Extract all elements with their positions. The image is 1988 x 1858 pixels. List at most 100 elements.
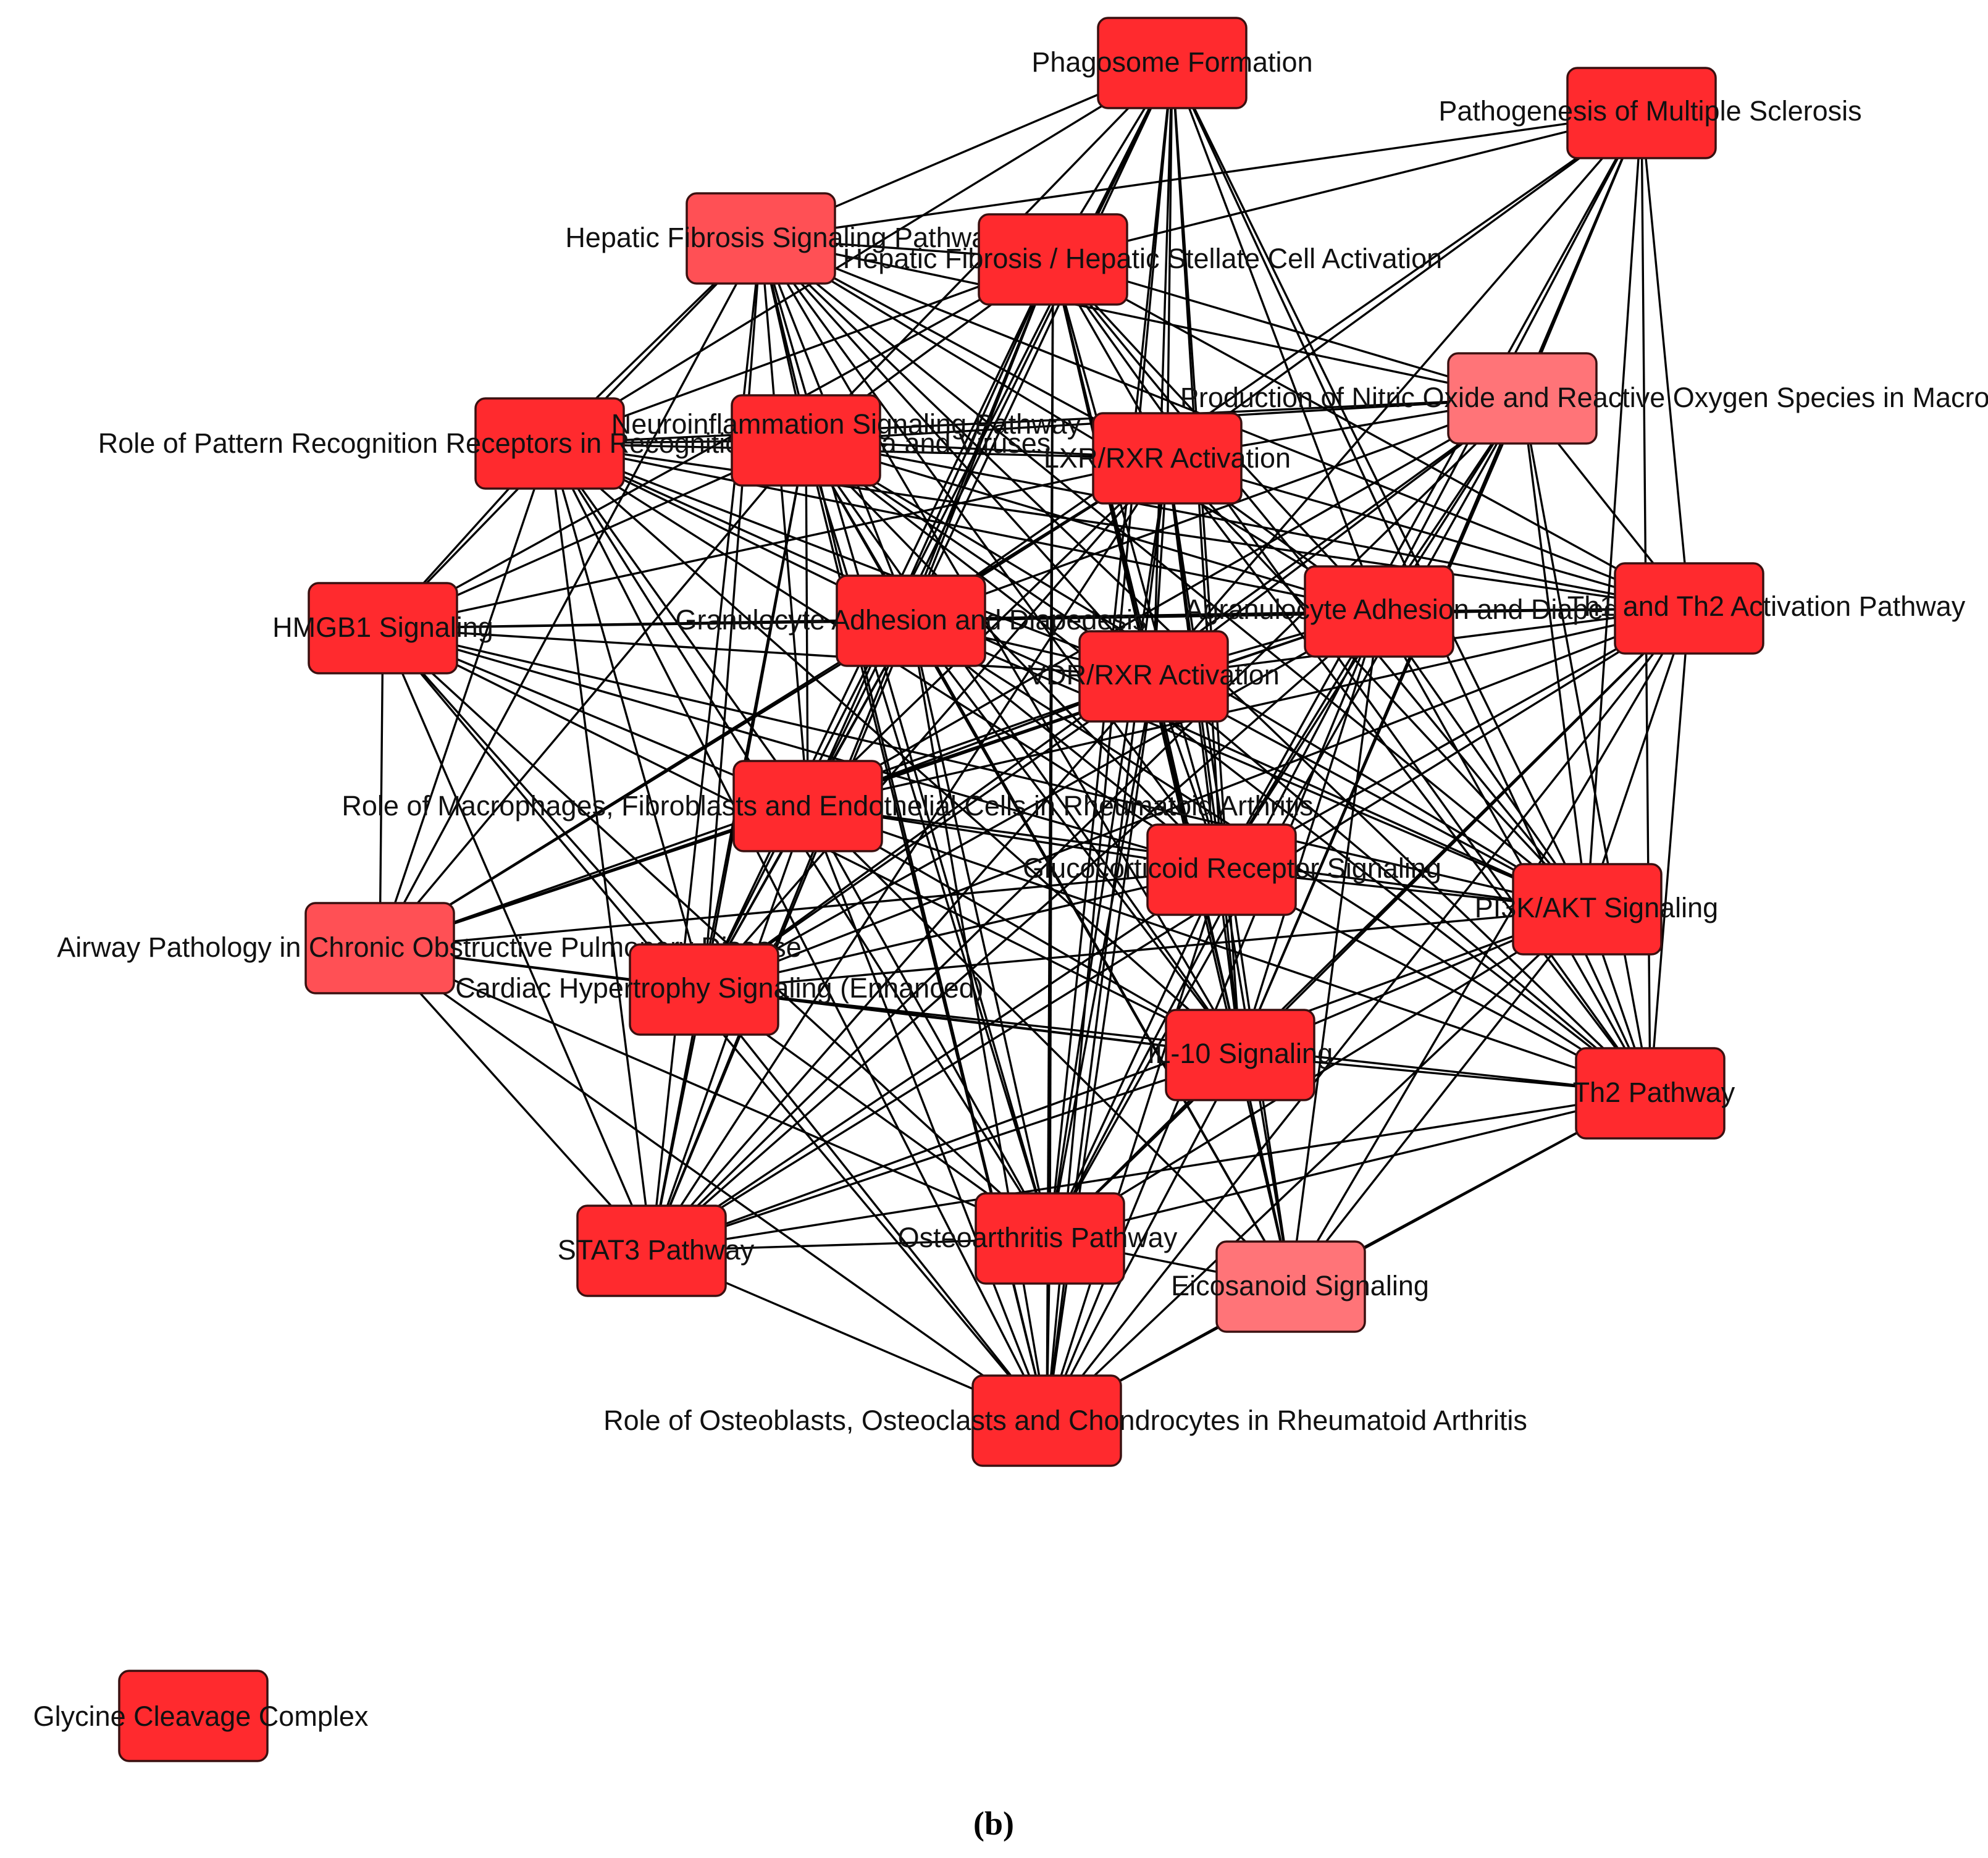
node-box-ms[interactable]	[1566, 67, 1717, 159]
edge-th1th2-macro	[807, 607, 1690, 807]
edge-prr-cardiac	[548, 443, 705, 990]
node-phagosome[interactable]: Phagosome Formation	[1031, 17, 1313, 109]
node-box-agran[interactable]	[1304, 565, 1454, 658]
edge-phagosome-prr	[549, 62, 1173, 445]
node-hepfib[interactable]: Hepatic Fibrosis Signaling Pathway	[565, 192, 1001, 285]
node-stat3[interactable]: STAT3 Pathway	[558, 1204, 755, 1297]
edge-ms-th1th2	[1640, 112, 1690, 609]
node-box-neuro[interactable]	[731, 394, 881, 487]
edge-lxr-hmgb1	[382, 457, 1168, 629]
edge-hmgb1-osteo	[382, 627, 1051, 1240]
node-glycine[interactable]: Glycine Cleavage Complex	[33, 1670, 369, 1762]
node-box-hmgb1[interactable]	[308, 582, 458, 675]
node-th2[interactable]: Th2 Pathway	[1573, 1047, 1735, 1140]
node-box-lxr[interactable]	[1092, 412, 1243, 505]
edge-ms-gluco	[1220, 112, 1643, 870]
node-label-macro: Role of Macrophages, Fibroblasts and End…	[342, 790, 1313, 822]
edge-gran-osteo	[910, 620, 1051, 1239]
node-box-osteo[interactable]	[975, 1192, 1125, 1285]
edge-hepfib-macro	[760, 238, 809, 807]
node-ms[interactable]: Pathogenesis of Multiple Sclerosis	[1438, 67, 1862, 159]
edge-ms-gran	[910, 112, 1642, 622]
edge-il10-osteoblast	[1046, 1054, 1241, 1421]
node-label-eico: Eicosanoid Signaling	[1171, 1270, 1429, 1301]
node-box-ros[interactable]	[1447, 352, 1598, 445]
node-box-glycine[interactable]	[118, 1670, 269, 1762]
node-box-pi3k[interactable]	[1512, 863, 1663, 956]
node-label-agran: Agranulocyte Adhesion and Diapedesis	[1185, 594, 1668, 625]
node-box-stat3[interactable]	[576, 1204, 727, 1297]
node-box-th2[interactable]	[1575, 1047, 1726, 1140]
node-ros[interactable]: Production of Nitric Oxide and Reactive …	[1180, 352, 1988, 445]
node-osteoblast[interactable]: Role of Osteoblasts, Osteoclasts and Cho…	[603, 1374, 1527, 1467]
node-lxr[interactable]: LXR/RXR Activation	[1044, 412, 1291, 505]
node-neuro[interactable]: Neuroinflammation Signaling Pathway	[611, 394, 1081, 487]
node-box-prr[interactable]	[474, 397, 625, 490]
edge-prr-vdr	[549, 442, 1154, 678]
edge-pi3k-cardiac	[703, 908, 1588, 991]
edge-lxr-il10	[1166, 458, 1241, 1056]
node-gluco[interactable]: Glucocorticoid Receptor Signaling	[1023, 823, 1441, 916]
edge-hepfib-ros	[760, 237, 1523, 400]
node-macro[interactable]: Role of Macrophages, Fibroblasts and End…	[342, 760, 1314, 852]
edge-th1th2-osteoblast	[1046, 607, 1690, 1422]
node-label-osteoblast: Role of Osteoblasts, Osteoclasts and Cho…	[603, 1405, 1527, 1436]
node-prr[interactable]: Role of Pattern Recognition Receptors in…	[98, 397, 1051, 490]
node-agran[interactable]: Agranulocyte Adhesion and Diapedesis	[1185, 565, 1669, 658]
node-stellate[interactable]: Hepatic Fibrosis / Hepatic Stellate Cell…	[843, 213, 1442, 306]
node-box-eico[interactable]	[1215, 1240, 1366, 1333]
edge-hepfib-gluco	[760, 237, 1223, 871]
node-box-gran[interactable]	[836, 574, 986, 667]
node-hmgb1[interactable]: HMGB1 Signaling	[272, 582, 493, 675]
edge-agran-il10	[1239, 611, 1380, 1056]
node-label-prr: Role of Pattern Recognition Receptors in…	[98, 427, 1051, 459]
edge-vdr-stat3	[650, 675, 1155, 1252]
edge-stellate-hmgb1	[382, 258, 1054, 629]
node-cardiac[interactable]: Cardiac Hypertrophy Signaling (Enhanced)	[455, 943, 984, 1036]
edge-agran-stat3	[650, 610, 1380, 1252]
node-box-vdr[interactable]	[1078, 630, 1229, 723]
node-th1th2[interactable]: Th1 and Th2 Activation Pathway	[1567, 562, 1966, 655]
edge-prr-pi3k	[549, 442, 1588, 910]
edge-stellate-ros	[1052, 258, 1523, 400]
edge-prr-osteoblast	[548, 443, 1048, 1421]
node-box-gluco[interactable]	[1146, 823, 1297, 916]
edge-neuro-osteo	[805, 440, 1051, 1239]
node-pi3k[interactable]: PI3K/AKT Signaling	[1475, 863, 1718, 956]
edge-copd-osteoblast	[379, 947, 1047, 1422]
edge-prr-il10	[548, 442, 1241, 1056]
edge-pi3k-stat3	[651, 908, 1588, 1252]
node-eico[interactable]: Eicosanoid Signaling	[1171, 1240, 1429, 1333]
node-label-ros: Production of Nitric Oxide and Reactive …	[1180, 382, 1988, 413]
edge-pi3k-osteoblast	[1046, 908, 1588, 1422]
edge-neuro-copd	[379, 439, 807, 949]
node-box-macro[interactable]	[732, 760, 883, 852]
node-label-neuro: Neuroinflammation Signaling Pathway	[611, 408, 1081, 440]
node-il10[interactable]: IL-10 Signaling	[1147, 1009, 1333, 1101]
node-gran[interactable]: Granulocyte Adhesion and Diapedesis	[675, 574, 1147, 667]
node-box-stellate[interactable]	[978, 213, 1128, 306]
edge-lxr-th2	[1166, 457, 1651, 1095]
node-box-osteoblast[interactable]	[971, 1374, 1122, 1467]
edge-neuro-th1th2	[805, 439, 1690, 610]
node-label-stellate: Hepatic Fibrosis / Hepatic Stellate Cell…	[843, 243, 1442, 274]
node-box-cardiac[interactable]	[629, 943, 779, 1036]
edge-th1th2-th2	[1649, 608, 1690, 1094]
edge-stellate-prr	[549, 258, 1054, 445]
node-box-th1th2[interactable]	[1614, 562, 1764, 655]
node-box-phagosome[interactable]	[1097, 17, 1248, 109]
edge-stellate-macro	[807, 259, 1054, 807]
node-label-osteo: Osteoarthritis Pathway	[898, 1222, 1178, 1253]
node-box-il10[interactable]	[1165, 1009, 1315, 1101]
node-osteo[interactable]: Osteoarthritis Pathway	[898, 1192, 1178, 1285]
node-box-copd[interactable]	[304, 902, 455, 994]
edge-lxr-macro	[807, 457, 1168, 807]
edge-lxr-pi3k	[1166, 457, 1588, 910]
node-box-hepfib[interactable]	[686, 192, 836, 285]
edge-ms-stellate	[1052, 112, 1642, 261]
edge-gluco-osteo	[1049, 869, 1223, 1239]
edge-pi3k-eico	[1290, 908, 1588, 1288]
edge-gluco-stat3	[651, 868, 1222, 1252]
node-vdr[interactable]: VDR/RXR Activation	[1028, 630, 1280, 723]
edge-gluco-copd	[379, 868, 1222, 949]
